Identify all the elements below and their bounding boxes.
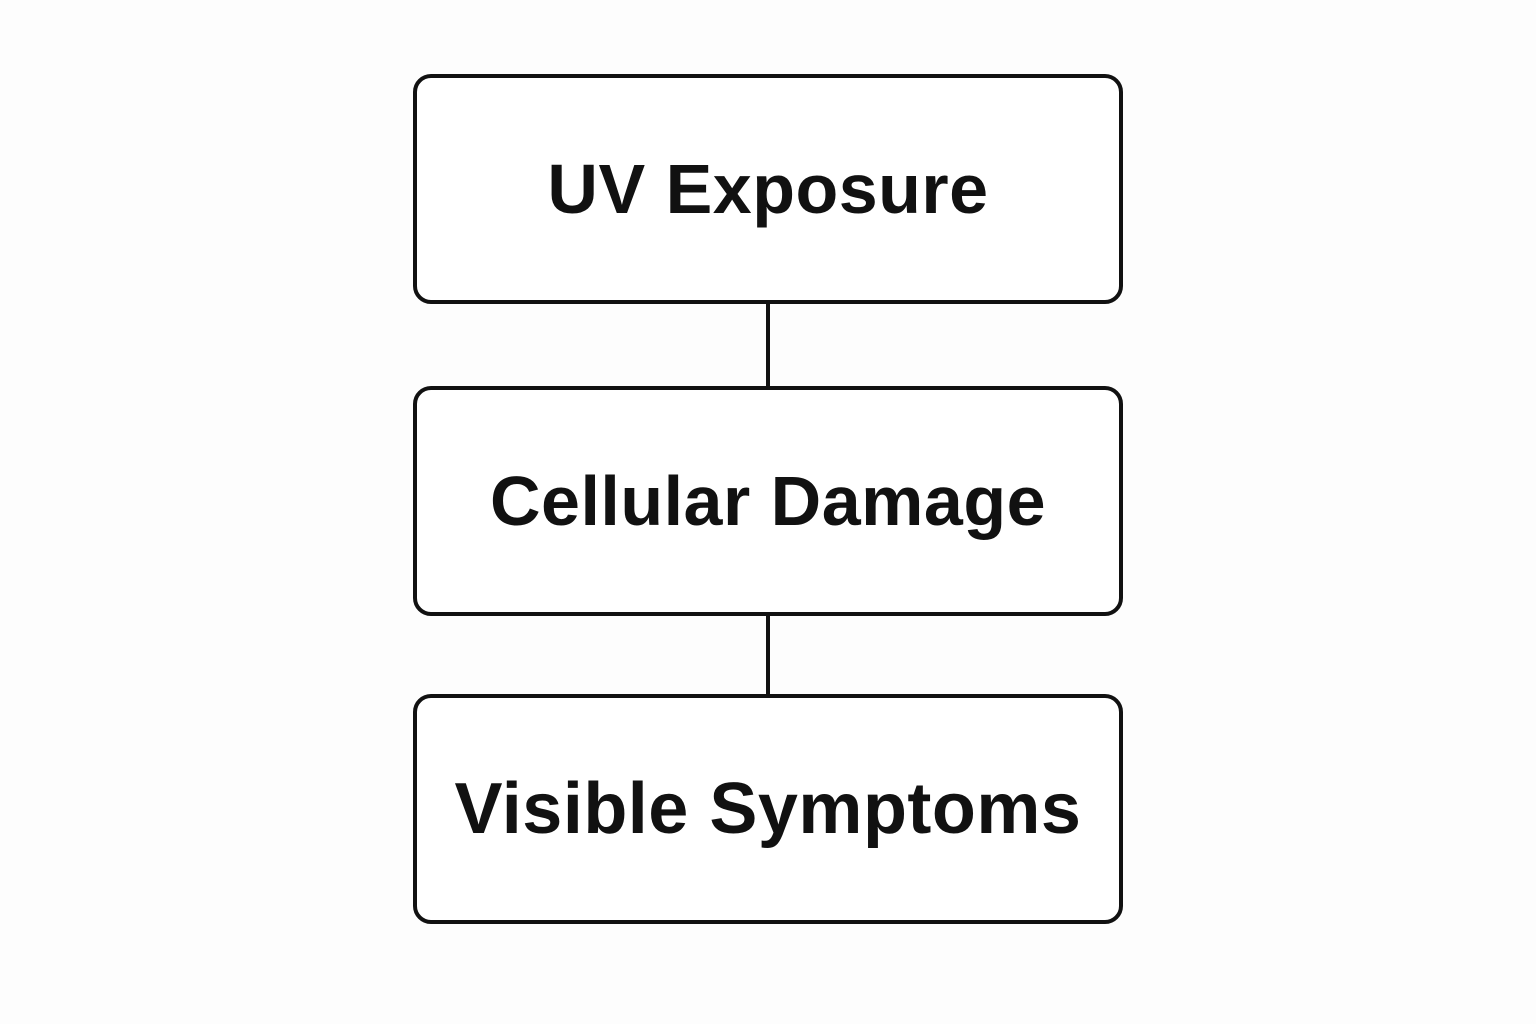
node-label: Visible Symptoms <box>454 769 1082 849</box>
node-label: Cellular Damage <box>489 462 1047 540</box>
node-cellular-damage: Cellular Damage <box>413 386 1123 616</box>
connector-line <box>766 304 770 386</box>
node-uv-exposure: UV Exposure <box>413 74 1123 304</box>
connector-line <box>766 616 770 694</box>
node-visible-symptoms: Visible Symptoms <box>413 694 1123 924</box>
node-label: UV Exposure <box>547 150 989 228</box>
